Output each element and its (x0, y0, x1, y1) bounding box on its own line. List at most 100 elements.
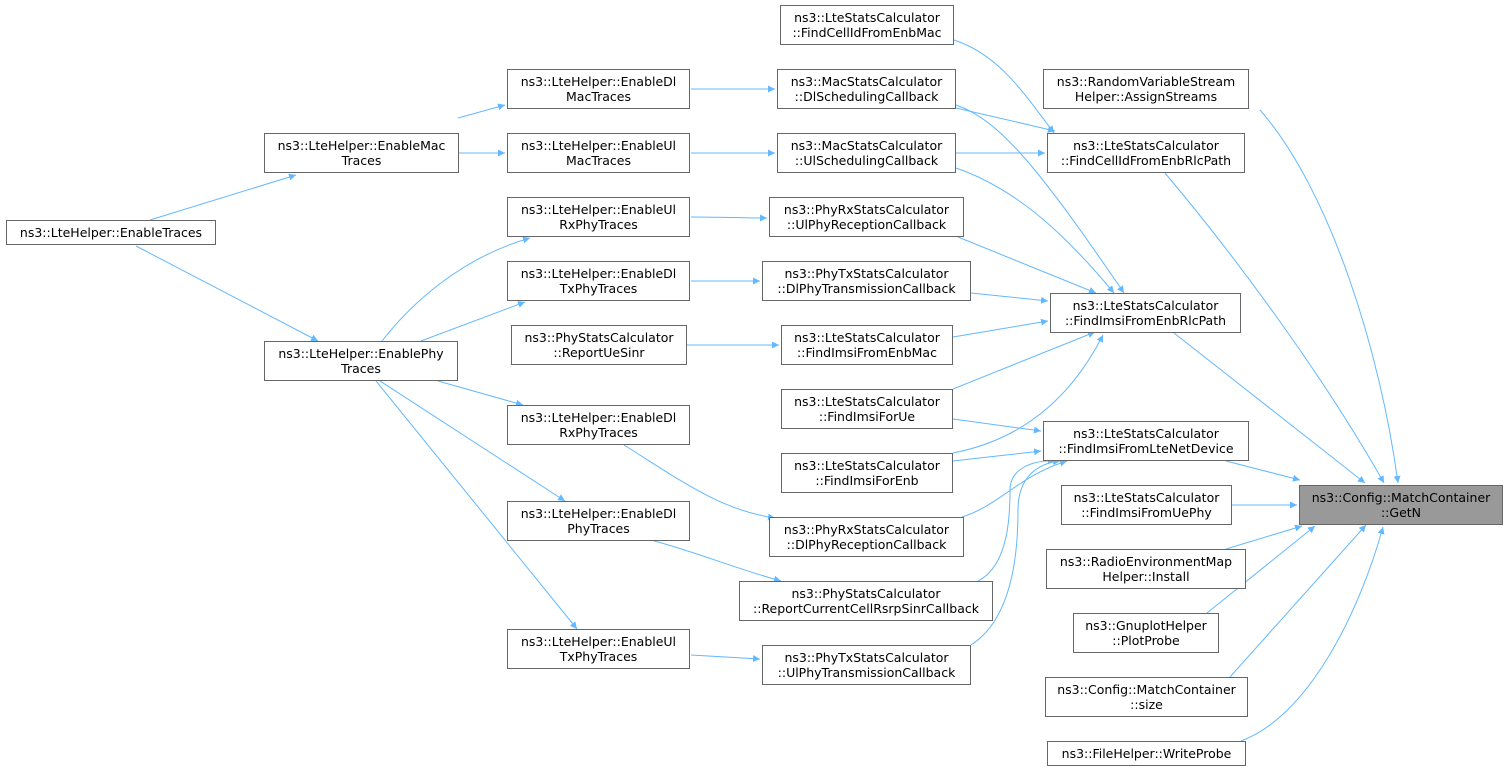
node-line: ns3::LteStatsCalculator (1073, 490, 1220, 505)
call-edge (970, 458, 1061, 646)
node-enable-dl-rx-phy-traces[interactable]: ns3::LteHelper::EnableDl RxPhyTraces (507, 405, 690, 445)
node-line: ns3::PhyStatsCalculator (791, 586, 941, 601)
node-line: TxPhyTraces (559, 649, 638, 664)
node-find-cellid-from-enb-mac[interactable]: ns3::LteStatsCalculator ::FindCellIdFrom… (780, 5, 954, 45)
call-edge (1240, 526, 1385, 742)
call-edge (1225, 460, 1301, 482)
node-line: ns3::Config::MatchContainer (1311, 490, 1491, 505)
node-line: ns3::PhyTxStatsCalculator (784, 650, 949, 665)
node-ul-phy-transmission-callback[interactable]: ns3::PhyTxStatsCalculator ::UlPhyTransmi… (762, 645, 971, 685)
call-edge (420, 301, 526, 342)
call-edge (135, 245, 319, 342)
call-edge (457, 103, 506, 119)
node-dl-phy-transmission-callback[interactable]: ns3::PhyTxStatsCalculator ::DlPhyTransmi… (762, 261, 971, 301)
node-line: ns3::Config::MatchContainer (1057, 682, 1236, 697)
node-line: TxPhyTraces (559, 281, 638, 296)
node-line: RxPhyTraces (559, 217, 638, 232)
node-line: ns3::LteHelper::EnableDl (520, 410, 677, 425)
call-edge (653, 540, 782, 583)
node-line: ns3::MacStatsCalculator (790, 74, 943, 89)
node-line: ns3::PhyTxStatsCalculator (784, 266, 949, 281)
node-random-variable-stream-helper[interactable]: ns3::RandomVariableStream Helper::Assign… (1043, 69, 1249, 109)
call-edge (690, 214, 768, 222)
node-file-helper-write-probe[interactable]: ns3::FileHelper::WriteProbe (1047, 741, 1246, 766)
node-line: ::UlPhyReceptionCallback (786, 217, 947, 232)
node-line: ns3::LteStatsCalculator (794, 458, 940, 473)
node-line: ::PlotProbe (1112, 633, 1180, 648)
node-find-imsi-from-enb-rlc-path[interactable]: ns3::LteStatsCalculator ::FindImsiFromEn… (1050, 293, 1241, 333)
node-dl-phy-reception-callback[interactable]: ns3::PhyRxStatsCalculator ::DlPhyRecepti… (769, 517, 964, 557)
node-dl-scheduling-callback[interactable]: ns3::MacStatsCalculator ::DlSchedulingCa… (777, 69, 956, 109)
node-radio-environment-map-helper[interactable]: ns3::RadioEnvironmentMap Helper::Install (1046, 549, 1246, 589)
node-enable-ul-rx-phy-traces[interactable]: ns3::LteHelper::EnableUl RxPhyTraces (507, 197, 690, 237)
node-line: Helper::Install (1102, 569, 1190, 584)
node-find-cellid-from-enb-rlc-path[interactable]: ns3::LteStatsCalculator ::FindCellIdFrom… (1047, 133, 1245, 173)
node-line: ::FindCellIdFromEnbMac (792, 25, 942, 40)
call-edge (952, 331, 1096, 390)
call-edge (690, 654, 761, 663)
call-edge (379, 380, 566, 502)
node-line: ns3::PhyStatsCalculator (524, 330, 674, 345)
node-line: ns3::LteStatsCalculator (794, 394, 940, 409)
node-line: ns3::LteHelper::EnablePhy (278, 346, 444, 361)
node-line: ::FindImsiForEnb (815, 473, 919, 488)
node-find-imsi-from-ue-phy[interactable]: ns3::LteStatsCalculator ::FindImsiFromUe… (1061, 485, 1232, 525)
node-gnuplot-helper-plot-probe[interactable]: ns3::GnuplotHelper ::PlotProbe (1073, 613, 1219, 653)
call-edge (970, 292, 1049, 304)
node-line: ns3::LteStatsCalculator (1073, 138, 1219, 153)
node-enable-phy-traces[interactable]: ns3::LteHelper::EnablePhy Traces (264, 341, 458, 381)
node-line: ns3::MacStatsCalculator (790, 138, 943, 153)
call-edge (952, 334, 1104, 454)
node-ul-scheduling-callback[interactable]: ns3::MacStatsCalculator ::UlSchedulingCa… (777, 133, 956, 173)
node-line: ::GetN (1380, 505, 1422, 520)
call-edge (957, 236, 1097, 294)
call-edge (952, 318, 1049, 338)
node-line: ::UlSchedulingCallback (794, 153, 939, 168)
call-edge (953, 39, 1055, 134)
call-edge (961, 459, 1068, 518)
node-report-current-cell-rsrp-sinr[interactable]: ns3::PhyStatsCalculator ::ReportCurrentC… (739, 581, 993, 621)
node-line: ns3::RadioEnvironmentMap (1059, 554, 1233, 569)
node-enable-mac-traces[interactable]: ns3::LteHelper::EnableMac Traces (264, 133, 459, 173)
node-line: ns3::LteStatsCalculator (794, 10, 940, 25)
node-enable-dl-tx-phy-traces[interactable]: ns3::LteHelper::EnableDl TxPhyTraces (507, 261, 690, 301)
node-line: Traces (341, 153, 382, 168)
call-edge (955, 107, 1056, 133)
node-find-imsi-for-enb[interactable]: ns3::LteStatsCalculator ::FindImsiForEnb (781, 453, 953, 493)
node-line: ::size (1130, 697, 1163, 712)
node-enable-ul-tx-phy-traces[interactable]: ns3::LteHelper::EnableUl TxPhyTraces (507, 629, 690, 669)
node-find-imsi-from-enb-mac[interactable]: ns3::LteStatsCalculator ::FindImsiFromEn… (781, 325, 953, 365)
node-line: ::FindImsiFromEnbMac (797, 345, 937, 360)
node-find-imsi-for-ue[interactable]: ns3::LteStatsCalculator ::FindImsiForUe (781, 389, 953, 429)
node-line: ns3::LteHelper::EnableDl (520, 74, 677, 89)
call-edge (1229, 524, 1367, 678)
node-report-ue-sinr[interactable]: ns3::PhyStatsCalculator ::ReportUeSinr (511, 325, 687, 365)
node-line: ns3::RandomVariableStream (1056, 74, 1236, 89)
node-line: ns3::LteHelper::EnableTraces (19, 225, 203, 240)
node-line: Helper::AssignStreams (1074, 89, 1218, 104)
node-line: ns3::LteStatsCalculator (1072, 298, 1219, 313)
call-edge (952, 418, 1042, 434)
node-ul-phy-reception-callback[interactable]: ns3::PhyRxStatsCalculator ::UlPhyRecepti… (769, 197, 964, 237)
node-line: ns3::LteHelper::EnableUl (520, 202, 677, 217)
node-line: ::FindImsiFromLteNetDevice (1058, 441, 1234, 456)
node-enable-dl-phy-traces[interactable]: ns3::LteHelper::EnableDl PhyTraces (507, 501, 690, 541)
call-edge (955, 104, 1125, 294)
call-edge (1259, 109, 1401, 484)
node-line: ::FindImsiForUe (818, 409, 916, 424)
call-edge (952, 448, 1042, 462)
call-edge (623, 444, 776, 521)
node-line: PhyTraces (567, 521, 630, 536)
node-line: ns3::LteHelper::EnableDl (520, 506, 677, 521)
call-edge (381, 236, 531, 342)
node-enable-dl-mac-traces[interactable]: ns3::LteHelper::EnableDl MacTraces (507, 69, 690, 109)
node-enable-traces[interactable]: ns3::LteHelper::EnableTraces (6, 220, 216, 245)
node-find-imsi-from-lte-net-device[interactable]: ns3::LteStatsCalculator ::FindImsiFromLt… (1043, 421, 1249, 461)
node-line: ::FindImsiFromUePhy (1081, 505, 1212, 520)
node-enable-ul-mac-traces[interactable]: ns3::LteHelper::EnableUl MacTraces (507, 133, 690, 173)
node-match-container-size[interactable]: ns3::Config::MatchContainer ::size (1045, 677, 1248, 717)
node-line: ns3::LteHelper::EnableDl (520, 266, 677, 281)
node-line: Traces (341, 361, 381, 376)
call-edge (1164, 172, 1385, 484)
